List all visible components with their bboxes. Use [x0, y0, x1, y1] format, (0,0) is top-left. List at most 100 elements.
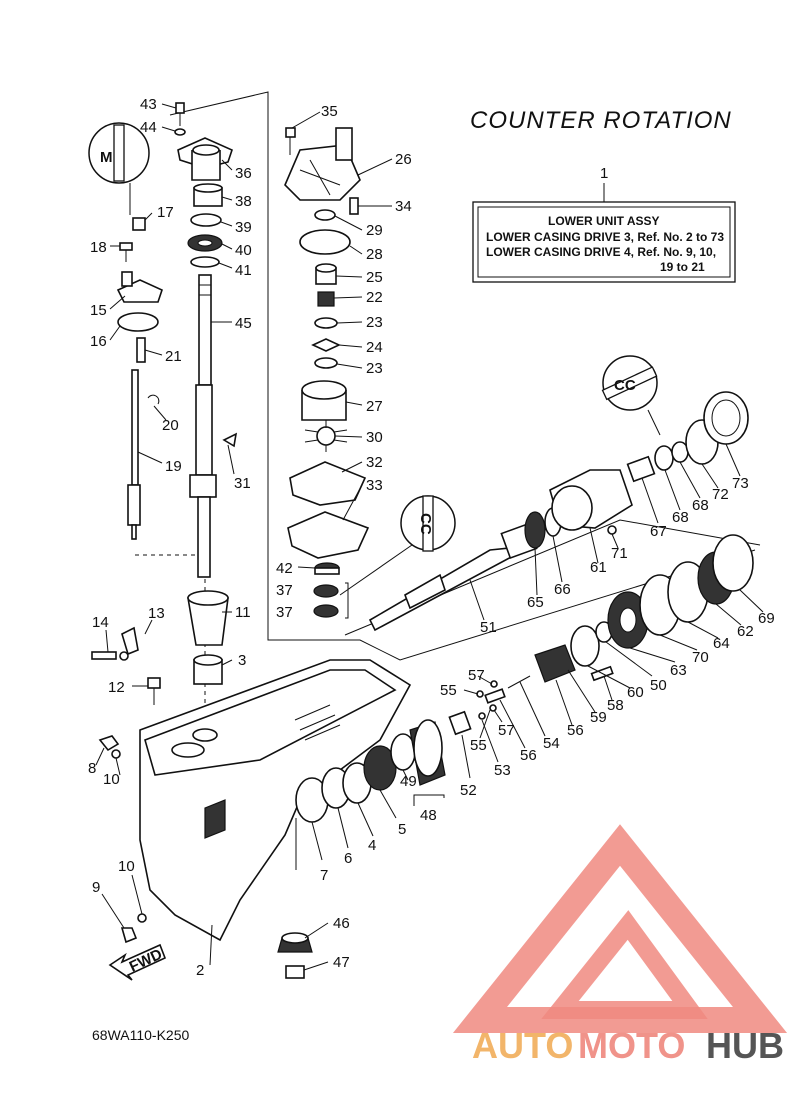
- callout-57b: 57: [498, 722, 515, 739]
- callout-3: 3: [238, 652, 246, 669]
- m-lubricant-symbol: M: [88, 122, 150, 215]
- part-68-washer-a: [654, 445, 674, 471]
- fwd-label: FWD: [127, 946, 165, 976]
- callout-57a: 57: [468, 667, 485, 684]
- part-18-screw: [119, 242, 133, 262]
- callout-69: 69: [758, 610, 775, 627]
- assy-info-box: LOWER UNIT ASSY LOWER CASING DRIVE 3, Re…: [472, 201, 736, 283]
- part-47-nut: [285, 965, 305, 979]
- part-48-gear-assy: [409, 719, 446, 786]
- callout-ref-1: 1: [600, 165, 608, 182]
- callout-65: 65: [527, 594, 544, 611]
- assy-box-line2: LOWER CASING DRIVE 3, Ref. No. 2 to 73: [486, 230, 724, 244]
- callout-16: 16: [90, 333, 107, 350]
- callout-73: 73: [732, 475, 749, 492]
- part-8-screw: [98, 735, 120, 752]
- callout-37b: 37: [276, 604, 293, 621]
- callout-21: 21: [165, 348, 182, 365]
- callout-71: 71: [611, 545, 628, 562]
- callout-56b: 56: [567, 722, 584, 739]
- callout-62: 62: [737, 623, 754, 640]
- watermark-text-auto: AUTO: [472, 1025, 573, 1066]
- assy-box-line3: LOWER CASING DRIVE 4, Ref. No. 9, 10,: [486, 245, 716, 259]
- callout-7: 7: [320, 867, 328, 884]
- part-2-lower-casing: [139, 659, 412, 942]
- callout-51: 51: [480, 619, 497, 636]
- callout-44: 44: [140, 119, 157, 136]
- callout-28: 28: [366, 246, 383, 263]
- callout-4: 4: [368, 837, 376, 854]
- callout-58: 58: [607, 697, 624, 714]
- callout-54: 54: [543, 735, 560, 752]
- cc-symbol-upper: CC: [601, 355, 661, 436]
- callout-49: 49: [400, 773, 417, 790]
- part-11-sleeve: [187, 590, 229, 646]
- part-32-plate: [289, 461, 367, 506]
- callout-39: 39: [235, 219, 252, 236]
- part-31-key: [222, 432, 238, 448]
- callout-31: 31: [234, 475, 251, 492]
- assy-box-line4: 19 to 21: [660, 260, 705, 274]
- callout-5: 5: [398, 821, 406, 838]
- part-57-pin-b: [489, 704, 497, 712]
- part-28-oring: [299, 229, 351, 255]
- part-53-ball: [478, 712, 486, 720]
- callout-52: 52: [460, 782, 477, 799]
- callout-38: 38: [235, 193, 252, 210]
- part-61-bearing-housing: [549, 469, 633, 531]
- part-29-oring: [314, 209, 336, 221]
- fwd-arrow-icon: FWD: [108, 943, 167, 981]
- callout-48: 48: [420, 807, 437, 824]
- callout-37a: 37: [276, 582, 293, 599]
- callout-20: 20: [162, 417, 179, 434]
- callout-23a: 23: [366, 314, 383, 331]
- callout-22: 22: [366, 289, 383, 306]
- part-27-impeller-housing: [301, 380, 347, 421]
- part-35-bolt: [285, 127, 296, 155]
- callout-61: 61: [590, 559, 607, 576]
- part-37-seals: [313, 582, 349, 619]
- cc-symbol-lower: CC: [339, 495, 456, 596]
- part-67-bearing: [626, 455, 656, 483]
- callout-67: 67: [650, 523, 667, 540]
- callout-33: 33: [366, 477, 383, 494]
- part-23-washer-a: [314, 317, 338, 329]
- part-71-bolt: [607, 525, 617, 535]
- callout-72: 72: [712, 486, 729, 503]
- callout-9: 9: [92, 879, 100, 896]
- part-38-bearing: [193, 183, 223, 207]
- callout-42: 42: [276, 560, 293, 577]
- callout-numbers: 43 44 36 38 39 40 41 45 17 18 15 16 21 2…: [88, 96, 775, 979]
- callout-27: 27: [366, 398, 383, 415]
- part-40-seal: [187, 234, 223, 252]
- callout-47: 47: [333, 954, 350, 971]
- diagram-title: COUNTER ROTATION: [470, 107, 732, 134]
- part-44-washer: [174, 128, 186, 136]
- callout-25: 25: [366, 269, 383, 286]
- callout-15: 15: [90, 302, 107, 319]
- callout-43: 43: [140, 96, 157, 113]
- part-69-bearing: [712, 534, 754, 592]
- callout-56a: 56: [520, 747, 537, 764]
- part-73-ring-nut: [703, 391, 749, 445]
- part-42-seal-housing: [314, 562, 340, 575]
- cc-symbol-upper-text: CC: [614, 377, 636, 394]
- part-17-clip: [132, 217, 146, 231]
- callout-19: 19: [165, 458, 182, 475]
- callout-41: 41: [235, 262, 252, 279]
- part-3-bearing: [193, 654, 223, 685]
- part-20-clip: [147, 394, 160, 405]
- part-33-gasket: [287, 511, 370, 559]
- m-symbol-letter: M: [100, 149, 113, 166]
- callout-60: 60: [627, 684, 644, 701]
- callout-10b: 10: [118, 858, 135, 875]
- watermark-triangle-inner: [541, 910, 708, 1019]
- part-39-shim: [190, 213, 222, 227]
- part-10-washer-b: [137, 913, 147, 923]
- callout-40: 40: [235, 242, 252, 259]
- watermark-text-hub: HUB: [706, 1025, 784, 1066]
- diagram-code: 68WA110-K250: [92, 1027, 189, 1043]
- part-54-spring: [507, 675, 531, 689]
- callout-23b: 23: [366, 360, 383, 377]
